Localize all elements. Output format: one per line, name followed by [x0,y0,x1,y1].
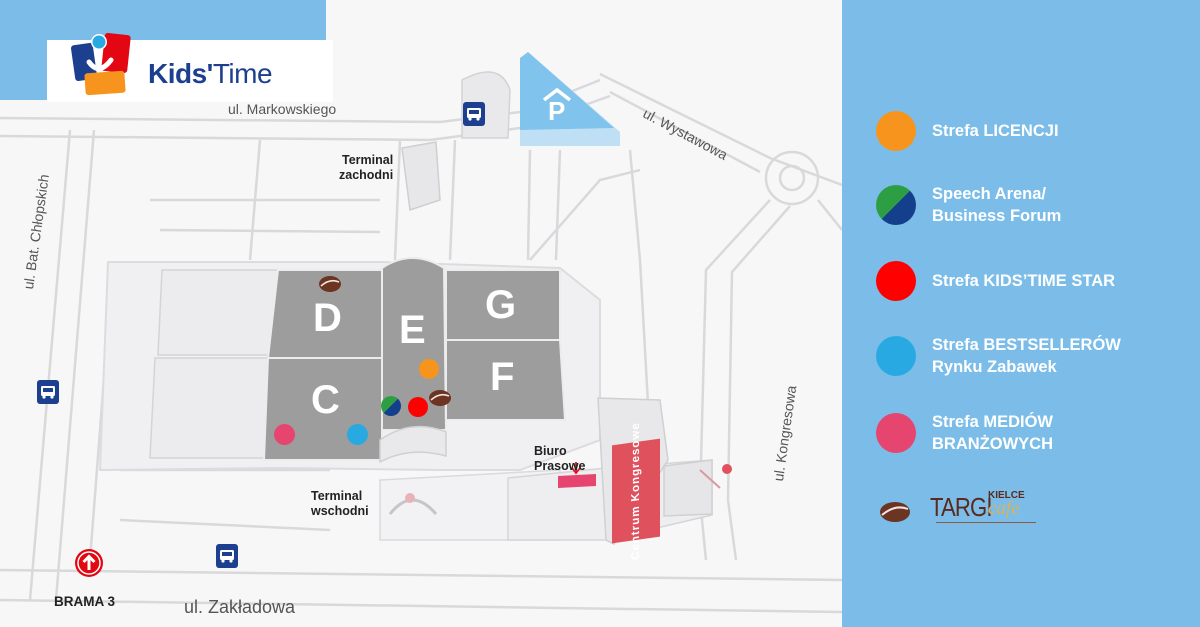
legend-dot-orange-icon [876,111,916,151]
marker-licencji[interactable] [419,359,439,379]
legend-bestseller-line1: Strefa BESTSELLERÓW [932,336,1121,354]
street-zakladowa-label: ul. Zakładowa [184,597,296,617]
legend-dot-red-icon [876,261,916,301]
bus-stop-icon[interactable] [463,102,485,126]
legend-dot-pink-icon [876,413,916,453]
cafe-name: cafe [988,498,1020,519]
marker-media[interactable] [274,424,295,445]
legend-item-bestseller: Strefa BESTSELLERÓW Rynku Zabawek [876,334,1121,378]
hall-d-label[interactable]: D [313,296,342,340]
marker-speech-arena[interactable] [381,396,401,416]
coffee-bean-icon[interactable] [318,275,342,298]
marker-kids-time-star[interactable] [408,397,428,417]
cafe-brand: TARGI [930,492,992,522]
hall-f-label[interactable]: F [490,355,515,399]
terminal-west-line1: Terminal [342,153,394,167]
congress-centre-label: Centrum Kongresowe [630,421,642,561]
gate-arrow-icon[interactable] [75,549,103,577]
brand-name-light: Time [212,58,273,89]
brand-name-bold: Kids' [148,58,213,89]
cafe-underline [936,522,1036,523]
terminal-east-line2: wschodni [311,504,369,518]
legend-media-line1: Strefa MEDIÓW [932,413,1054,431]
legend-speech-line1: Speech Arena/ [932,185,1047,203]
terminal-west-line2: zachodni [339,168,394,182]
legend-panel: Strefa LICENCJI Speech Arena/Business Fo… [842,0,1200,627]
legend-licencji-text: Strefa LICENCJI [932,122,1059,140]
brand-name: Kids'Time [148,58,273,90]
targi-kielce-cafe-logo: TARGI KIELCE cafe [876,488,1136,538]
terminal-east-label: Terminal wschodni [311,489,369,519]
legend-dot-blue-icon [876,336,916,376]
hall-e-label[interactable]: E [399,308,426,352]
hall-g-label[interactable]: G [485,283,517,327]
press-office-line2: Prasowe [534,459,586,473]
marker-bestseller[interactable] [347,424,368,445]
logo-card [47,33,333,102]
parking-label: P [548,96,566,126]
bus-stop-icon[interactable] [216,544,238,568]
hall-c-label[interactable]: C [311,378,340,422]
parking-icon[interactable]: P [540,86,574,126]
legend-media-line2: BRANŻOWYCH [932,435,1053,453]
coffee-bean-icon [880,502,910,522]
terminal-west-label: Terminal zachodni [339,153,393,183]
terminal-east-line1: Terminal [311,489,363,503]
press-office-label: Biuro Prasowe [534,444,585,474]
gate-label: BRAMA 3 [54,594,116,609]
legend-dot-green-blue-icon [876,185,916,225]
bus-stop-icon[interactable] [37,380,59,404]
legend-star-text: Strefa KIDS’TIME STAR [932,272,1116,290]
street-markowskiego-label: ul. Markowskiego [228,101,337,117]
fair-map: Kids'Time ul. Markowskiego ul. Wystawowa… [0,0,842,617]
legend-item-licencji: Strefa LICENCJI [876,111,1059,151]
legend-item-kids-time-star: Strefa KIDS’TIME STAR [876,261,1115,301]
congress-centre-banner[interactable]: Centrum Kongresowe [612,421,660,561]
coffee-bean-icon[interactable] [428,389,452,412]
kids-time-logo-icon [70,33,131,96]
press-office-line1: Biuro [534,444,567,458]
legend-bestseller-line2: Rynku Zabawek [932,358,1057,376]
legend-speech-line2: Business Forum [932,207,1062,225]
cafe-city: KIELCE [988,490,1025,501]
legend-item-media: Strefa MEDIÓW BRANŻOWYCH [876,411,1053,455]
legend-item-speech-arena: Speech Arena/Business Forum [876,183,1061,227]
